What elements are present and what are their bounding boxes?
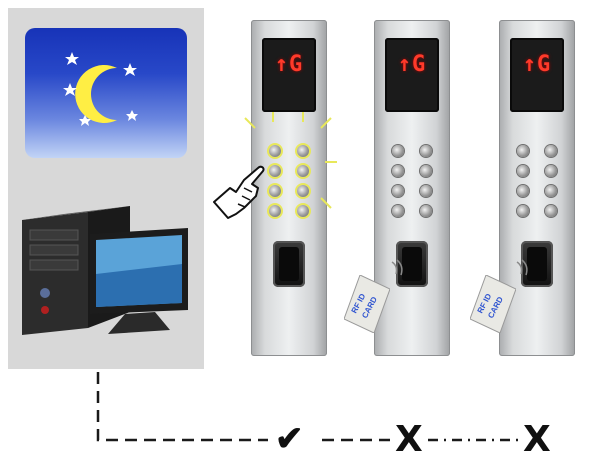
card-reader	[273, 241, 305, 287]
star-icon	[63, 83, 77, 96]
floor-button[interactable]	[545, 185, 557, 197]
check-mark-icon: ✔	[275, 420, 304, 458]
night-sky-illustration	[63, 52, 138, 126]
star-icon	[126, 110, 138, 121]
floor-button[interactable]	[517, 205, 529, 217]
floor-button[interactable]	[297, 205, 309, 217]
star-icon	[123, 63, 137, 76]
floor-button[interactable]	[392, 145, 404, 157]
floor-button[interactable]	[545, 145, 557, 157]
rf-id-card: RF ID CARD	[470, 275, 516, 333]
star-icon	[65, 52, 79, 65]
card-reader	[396, 241, 428, 287]
floor-button[interactable]	[269, 185, 281, 197]
floor-button[interactable]	[269, 205, 281, 217]
floor-button[interactable]	[420, 165, 432, 177]
floor-button[interactable]	[392, 205, 404, 217]
cross-mark-icon: X	[395, 419, 423, 460]
floor-display: ↑G	[262, 38, 316, 112]
floor-display-text: ↑G	[274, 52, 304, 77]
floor-display-text: ↑G	[522, 52, 552, 77]
floor-button[interactable]	[269, 145, 281, 157]
floor-button[interactable]	[517, 185, 529, 197]
floor-button[interactable]	[545, 165, 557, 177]
floor-button[interactable]	[517, 145, 529, 157]
floor-button[interactable]	[269, 165, 281, 177]
star-icon	[79, 115, 91, 126]
moon-icon	[75, 65, 117, 123]
rf-signal-icon	[391, 259, 403, 276]
floor-display: ↑G	[385, 38, 439, 112]
floor-button[interactable]	[420, 185, 432, 197]
access-control-computer	[20, 200, 195, 345]
card-reader	[521, 241, 553, 287]
floor-button[interactable]	[517, 165, 529, 177]
monitor-icon	[90, 228, 188, 334]
rf-id-card: RF ID CARD	[344, 275, 390, 333]
floor-button[interactable]	[297, 165, 309, 177]
elevator-panel-2: ↑G	[374, 20, 450, 356]
rf-signal-icon	[516, 259, 528, 276]
floor-display: ↑G	[510, 38, 564, 112]
floor-button[interactable]	[392, 165, 404, 177]
floor-button[interactable]	[297, 145, 309, 157]
floor-button[interactable]	[297, 185, 309, 197]
elevator-panel-1: ↑G	[244, 20, 337, 356]
floor-button[interactable]	[420, 145, 432, 157]
hand-pointer-icon	[213, 165, 265, 219]
cross-mark-icon: X	[523, 419, 551, 460]
floor-button[interactable]	[545, 205, 557, 217]
floor-display-text: ↑G	[397, 52, 427, 77]
floor-button[interactable]	[392, 185, 404, 197]
night-time-indicator	[25, 28, 187, 158]
floor-button[interactable]	[420, 205, 432, 217]
